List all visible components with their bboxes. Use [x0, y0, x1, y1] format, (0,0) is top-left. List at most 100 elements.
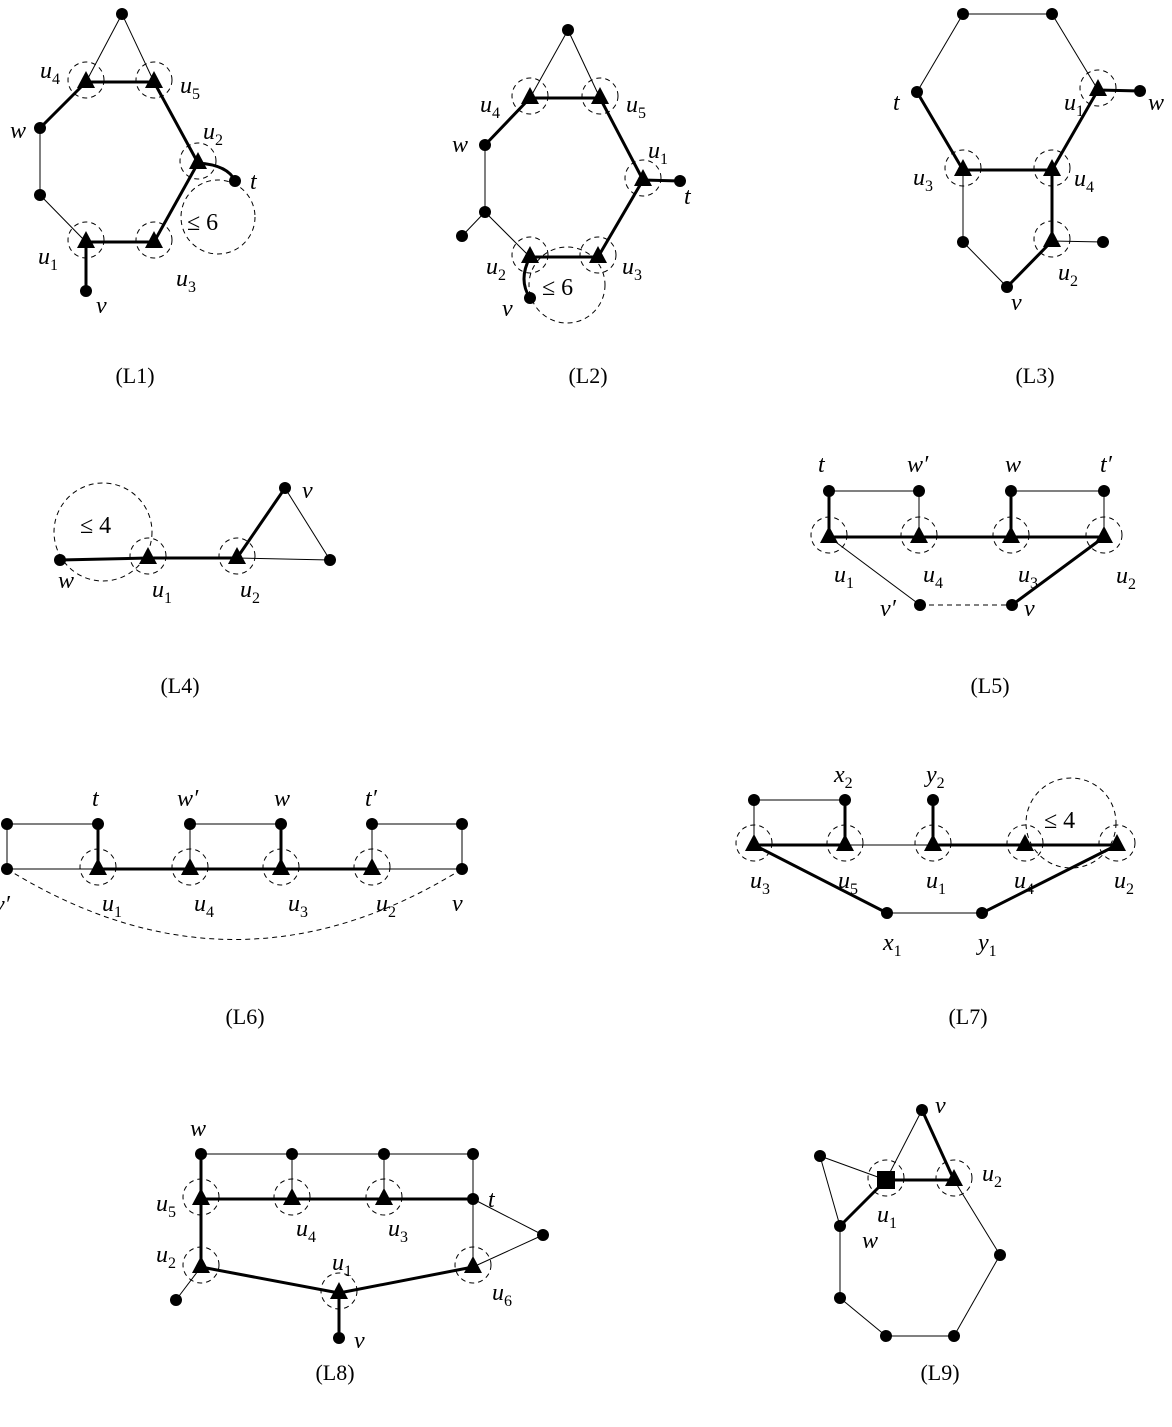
triangle-vertex: [145, 231, 163, 248]
label-subscript: 3: [634, 267, 642, 284]
edge: [1051, 240, 1104, 243]
vertex-circle: [810, 516, 848, 554]
vertex-label: t: [684, 184, 692, 210]
vertex: [54, 554, 66, 566]
label-subscript: 1: [164, 590, 172, 607]
vertex-label: u4: [923, 562, 943, 592]
thick-edge: [152, 162, 200, 243]
vertex-label: w: [452, 132, 468, 158]
vertex-circle: [365, 1178, 403, 1216]
vertex: [562, 24, 574, 36]
vertex-label: t: [818, 452, 826, 478]
label-subscript: 2: [1126, 881, 1134, 898]
triangle-vertex: [181, 858, 199, 875]
vertex-label: w: [1148, 90, 1164, 116]
thick-edge: [1011, 535, 1105, 607]
region-circle: [53, 482, 153, 582]
vertex-circle: [511, 236, 549, 274]
triangle-vertex: [945, 1169, 963, 1186]
label-subscript: 5: [168, 1204, 176, 1221]
vertex-label: u2: [1114, 868, 1134, 898]
label-subscript: 5: [850, 881, 858, 898]
vertex: [80, 285, 92, 297]
vertex-circle: [1098, 824, 1136, 862]
edge: [916, 13, 964, 93]
vertex-label: u4: [296, 1216, 316, 1246]
edge: [839, 1297, 887, 1337]
label-subscript: 1: [344, 1263, 352, 1280]
vertex-circle: [129, 537, 167, 575]
edge: [472, 1234, 544, 1268]
thick-edge: [642, 178, 681, 183]
vertex-label: u5: [156, 1191, 176, 1221]
vertex: [184, 818, 196, 830]
label-subscript: 2: [1070, 273, 1078, 290]
label-subscript: 3: [925, 178, 933, 195]
vertex-label: u1: [332, 1250, 352, 1280]
vertex: [748, 794, 760, 806]
thick-edge: [200, 1265, 340, 1295]
label-subscript: 4: [308, 1229, 316, 1246]
vertex: [834, 1220, 846, 1232]
edge: [529, 29, 569, 99]
label-subscript: 2: [845, 775, 853, 792]
vertex-label: u2: [486, 254, 506, 284]
panel-caption: (L5): [970, 673, 1009, 698]
vertex: [814, 1150, 826, 1162]
vertex-circle: [900, 516, 938, 554]
vertex-label: w: [190, 1116, 206, 1142]
vertex: [880, 1330, 892, 1342]
vertex: [916, 1104, 928, 1116]
vertex: [456, 230, 468, 242]
vertex-circle: [262, 848, 300, 886]
label-subscript: 2: [994, 1174, 1002, 1191]
triangle-vertex: [1043, 159, 1061, 176]
vertex: [170, 1294, 182, 1306]
edge: [828, 536, 921, 606]
vertex: [1, 818, 13, 830]
vertex: [914, 599, 926, 611]
triangle-vertex: [228, 547, 246, 564]
vertex-label: u2: [982, 1161, 1002, 1191]
triangle-vertex: [189, 152, 207, 169]
triangle-vertex: [1095, 526, 1113, 543]
vertex-label: u4: [1074, 166, 1094, 196]
panel-caption: (L4): [160, 673, 199, 698]
vertex-circle: [1006, 824, 1044, 862]
vertex: [911, 86, 923, 98]
label-subscript: 4: [1086, 179, 1094, 196]
vertex: [286, 1148, 298, 1160]
vertex: [1046, 8, 1058, 20]
vertex-label: v: [302, 478, 313, 504]
label-subscript: 1: [989, 943, 997, 960]
vertex: [823, 485, 835, 497]
label-subscript: 5: [192, 86, 200, 103]
vertex: [1134, 85, 1146, 97]
vertex-label: u3: [388, 1216, 408, 1246]
triangle-vertex: [1108, 834, 1126, 851]
panel-caption: (L7): [948, 1004, 987, 1029]
vertex-label: y2: [924, 762, 945, 792]
vertex-circle: [79, 848, 117, 886]
vertex-label: w: [274, 786, 290, 812]
thick-edge: [598, 97, 645, 181]
vertex-label: u2: [376, 891, 396, 921]
triangle-vertex: [77, 231, 95, 248]
thick-edge: [753, 843, 888, 915]
label-subscript: 4: [206, 904, 214, 921]
triangle-vertex: [634, 169, 652, 186]
thick-edge: [915, 91, 965, 171]
vertex: [834, 1292, 846, 1304]
vertex: [456, 818, 468, 830]
vertex-label: u4: [1014, 868, 1034, 898]
label-subscript: 2: [498, 267, 506, 284]
vertex-circle: [579, 236, 617, 274]
vertex-label: v: [452, 891, 463, 917]
vertex-label: u3: [750, 868, 770, 898]
vertex-label: u4: [194, 891, 214, 921]
region-circle: [1025, 777, 1117, 869]
